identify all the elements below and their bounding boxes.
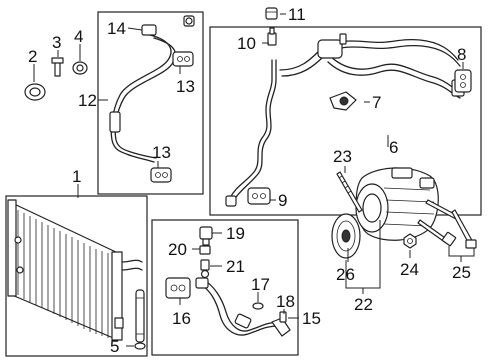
- box-condenser-group: [5, 195, 148, 357]
- o-ring-seal-liquid: [165, 277, 191, 299]
- callout-14: 14: [107, 19, 126, 38]
- pin-bolt: [51, 57, 64, 77]
- callout-16: 16: [172, 309, 191, 328]
- callout-9: 9: [278, 191, 287, 210]
- callout-25: 25: [452, 263, 471, 282]
- fitting-clip: [271, 311, 291, 337]
- callout-3: 3: [52, 33, 61, 52]
- o-ring: [252, 302, 264, 310]
- suction-line: [225, 33, 465, 207]
- callout-7: 7: [372, 93, 381, 112]
- box-liquid-line-group: [151, 219, 299, 356]
- o-ring-seal-bottom: [247, 187, 271, 205]
- schrader-cap: [199, 245, 211, 255]
- leader-lines: [33, 13, 475, 347]
- callout-12: 12: [78, 91, 97, 110]
- callout-23: 23: [333, 147, 352, 166]
- callout-20: 20: [168, 240, 187, 259]
- callout-1: 1: [72, 167, 81, 186]
- callout-13-lower: 13: [152, 143, 171, 162]
- callout-24: 24: [400, 260, 419, 279]
- o-ring-seal-upper: [172, 51, 194, 67]
- ac-compressor: [331, 167, 439, 259]
- callout-6: 6: [389, 138, 398, 157]
- box-high-pressure-hose-group: [97, 11, 204, 195]
- callout-2: 2: [28, 47, 37, 66]
- callout-18: 18: [276, 292, 295, 311]
- callout-5: 5: [110, 337, 119, 356]
- callout-4: 4: [74, 27, 83, 46]
- callout-26: 26: [336, 265, 355, 284]
- condenser: [7, 199, 143, 341]
- high-pressure-hose: [109, 15, 195, 163]
- stud-bolt: [336, 171, 363, 213]
- callout-8: 8: [457, 45, 466, 64]
- callout-10: 10: [237, 34, 256, 53]
- callout-22: 22: [354, 295, 373, 314]
- o-ring-seal-right: [454, 69, 472, 93]
- o-ring-seal-lower: [150, 167, 172, 183]
- valve-core: [199, 226, 213, 246]
- mounting-bolts: [417, 199, 477, 249]
- pressure-sensor: [200, 259, 210, 279]
- service-cap: [265, 7, 278, 20]
- liquid-line: [195, 277, 281, 336]
- callout-17: 17: [251, 275, 270, 294]
- callout-21: 21: [226, 257, 245, 276]
- bracket-clip: [329, 91, 357, 111]
- callout-15: 15: [302, 309, 321, 328]
- callout-11: 11: [288, 5, 306, 24]
- callout-13-upper: 13: [176, 77, 195, 96]
- grommet: [72, 61, 88, 75]
- callout-19: 19: [226, 224, 245, 243]
- nut: [403, 233, 417, 249]
- receiver-drier: [134, 289, 146, 350]
- service-valve: [267, 27, 277, 46]
- insulator-cap: [24, 83, 46, 101]
